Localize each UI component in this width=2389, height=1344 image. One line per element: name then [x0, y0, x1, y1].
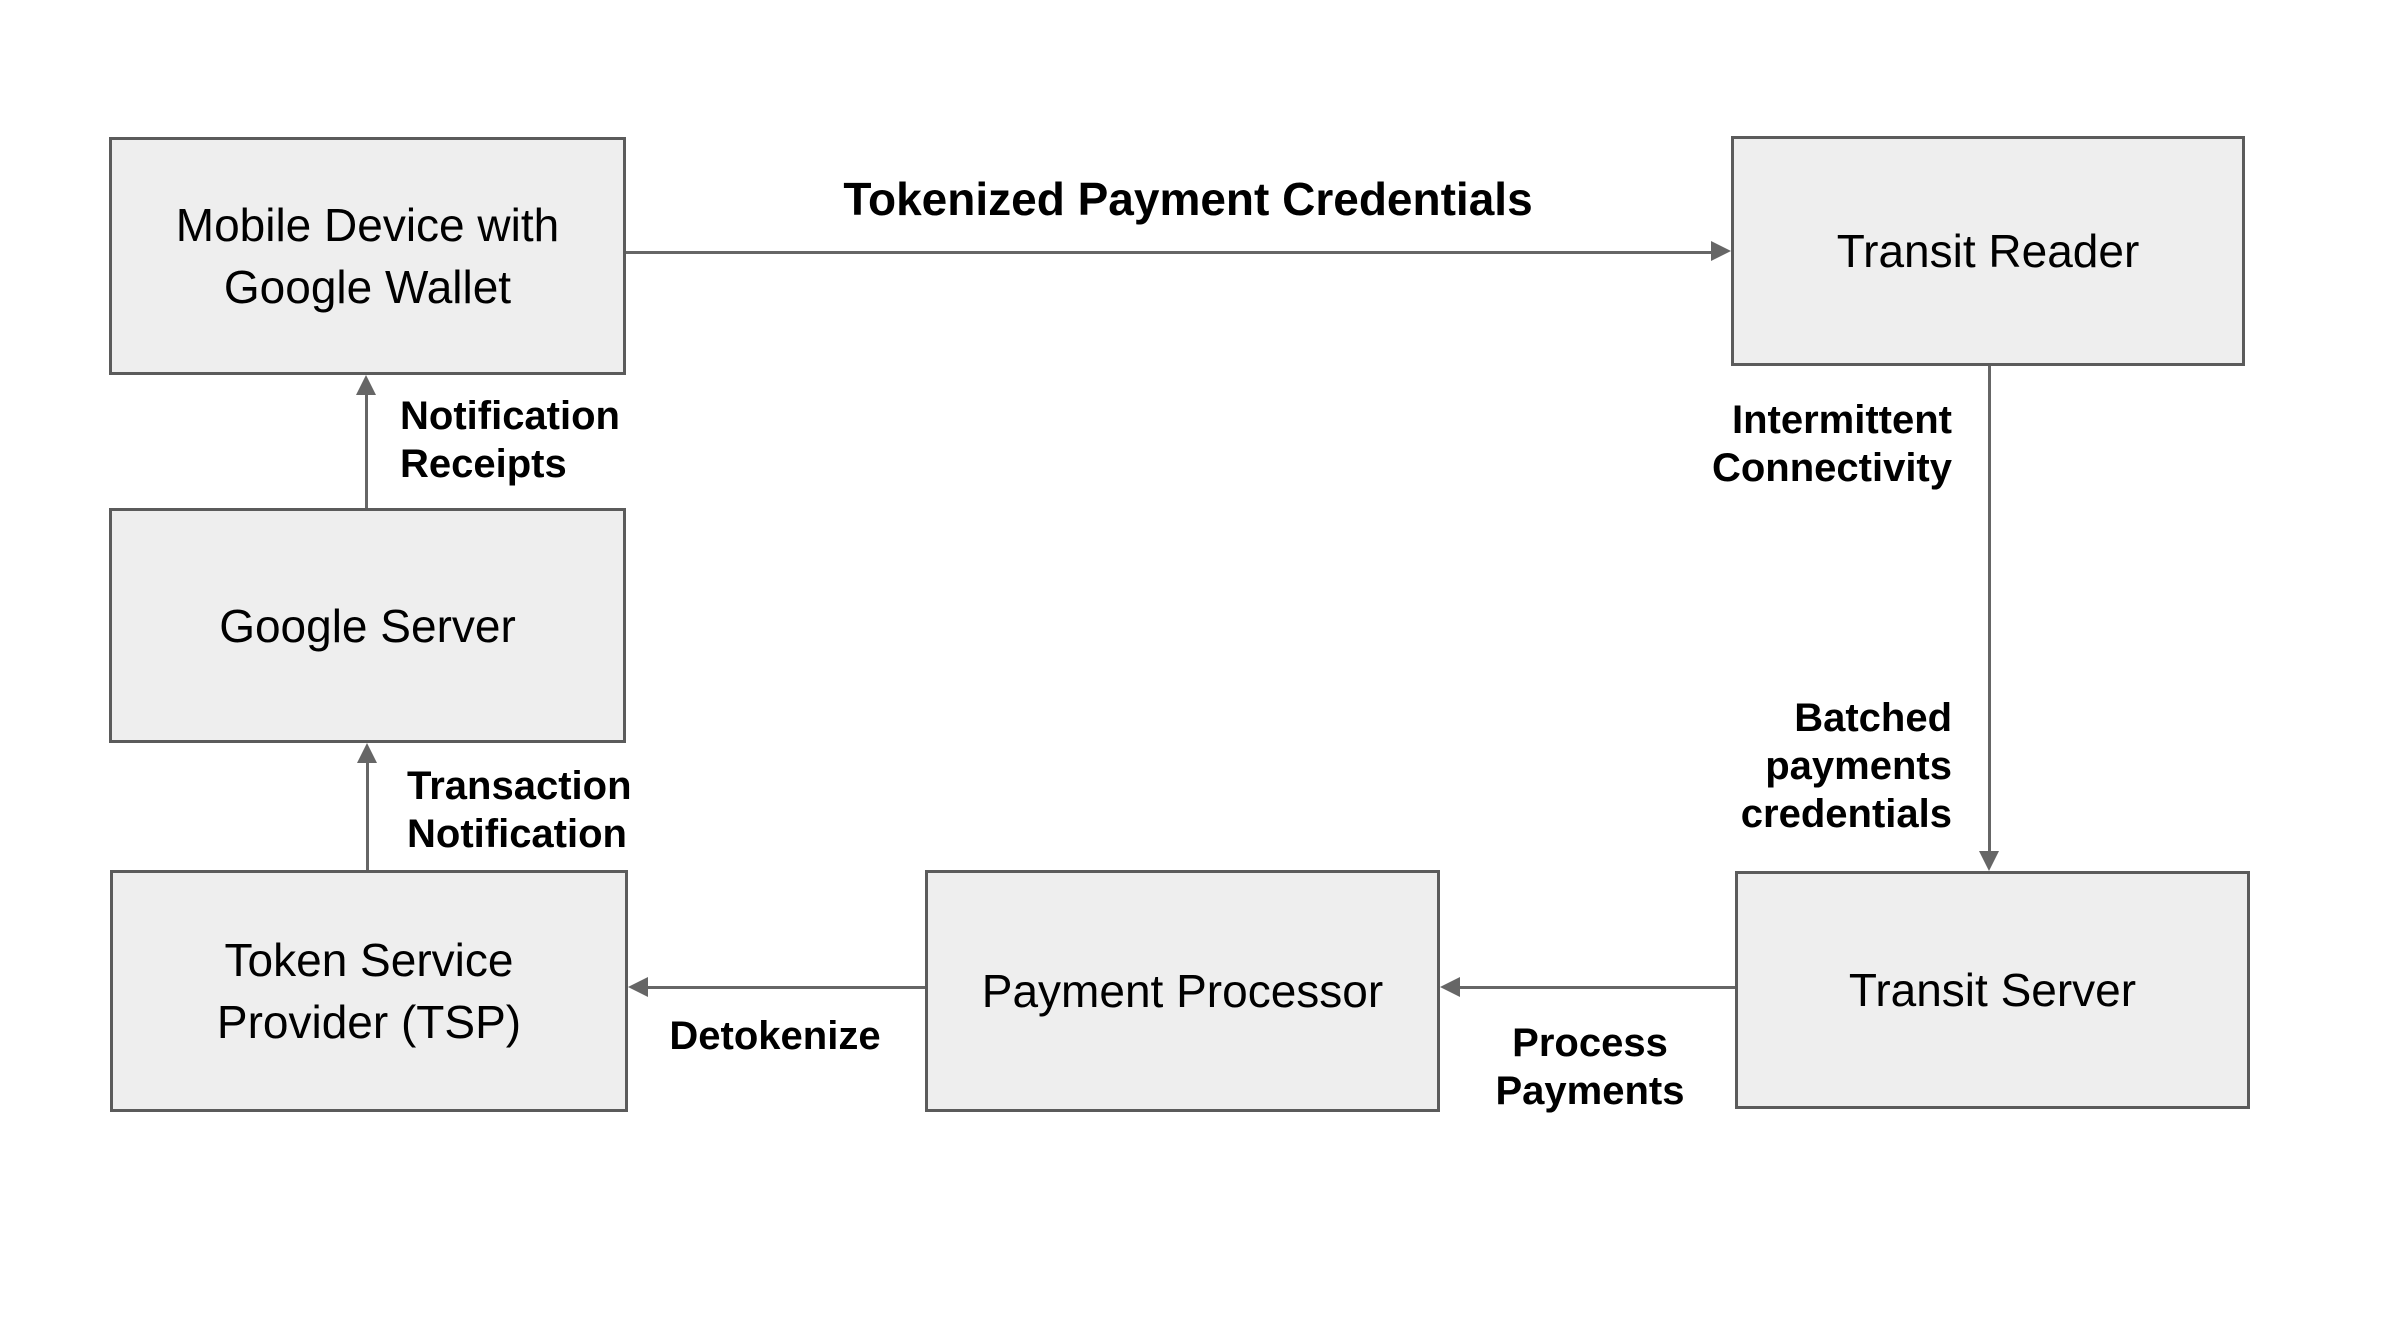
arrowhead-right-icon [1711, 241, 1731, 261]
node-mobile-device: Mobile Device with Google Wallet [109, 137, 626, 375]
edge-line-tokenized-payment-credentials [626, 251, 1714, 254]
arrowhead-up-icon [357, 743, 377, 763]
arrowhead-left-icon [628, 977, 648, 997]
arrowhead-up-icon [356, 375, 376, 395]
arrowhead-left-icon [1440, 977, 1460, 997]
node-transit-server: Transit Server [1735, 871, 2250, 1109]
edge-line-notification-receipts [365, 393, 368, 508]
node-google-server: Google Server [109, 508, 626, 743]
edge-line-transaction-notification [366, 761, 369, 870]
edge-label-process-payments: Process Payments [1495, 1021, 1685, 1113]
edge-line-detokenize [647, 986, 925, 989]
edge-label-notification-receipts: Notification Receipts [400, 394, 620, 486]
node-payment-processor: Payment Processor [925, 870, 1440, 1112]
edge-label-tokenized-payment-credentials: Tokenized Payment Credentials [843, 173, 1533, 225]
edge-label-detokenize: Detokenize [669, 1014, 881, 1058]
edge-label-batched-payments-credentials: Batched payments credentials [1740, 696, 1952, 836]
edge-label-transaction-notification: Transaction Notification [407, 764, 632, 856]
edge-line-process-payments [1459, 986, 1735, 989]
node-token-service-provider: Token Service Provider (TSP) [110, 870, 628, 1112]
arrowhead-down-icon [1979, 851, 1999, 871]
edge-label-intermittent-connectivity: Intermittent Connectivity [1711, 398, 1952, 490]
edge-line-intermittent-connectivity [1988, 366, 1991, 853]
node-transit-reader: Transit Reader [1731, 136, 2245, 366]
